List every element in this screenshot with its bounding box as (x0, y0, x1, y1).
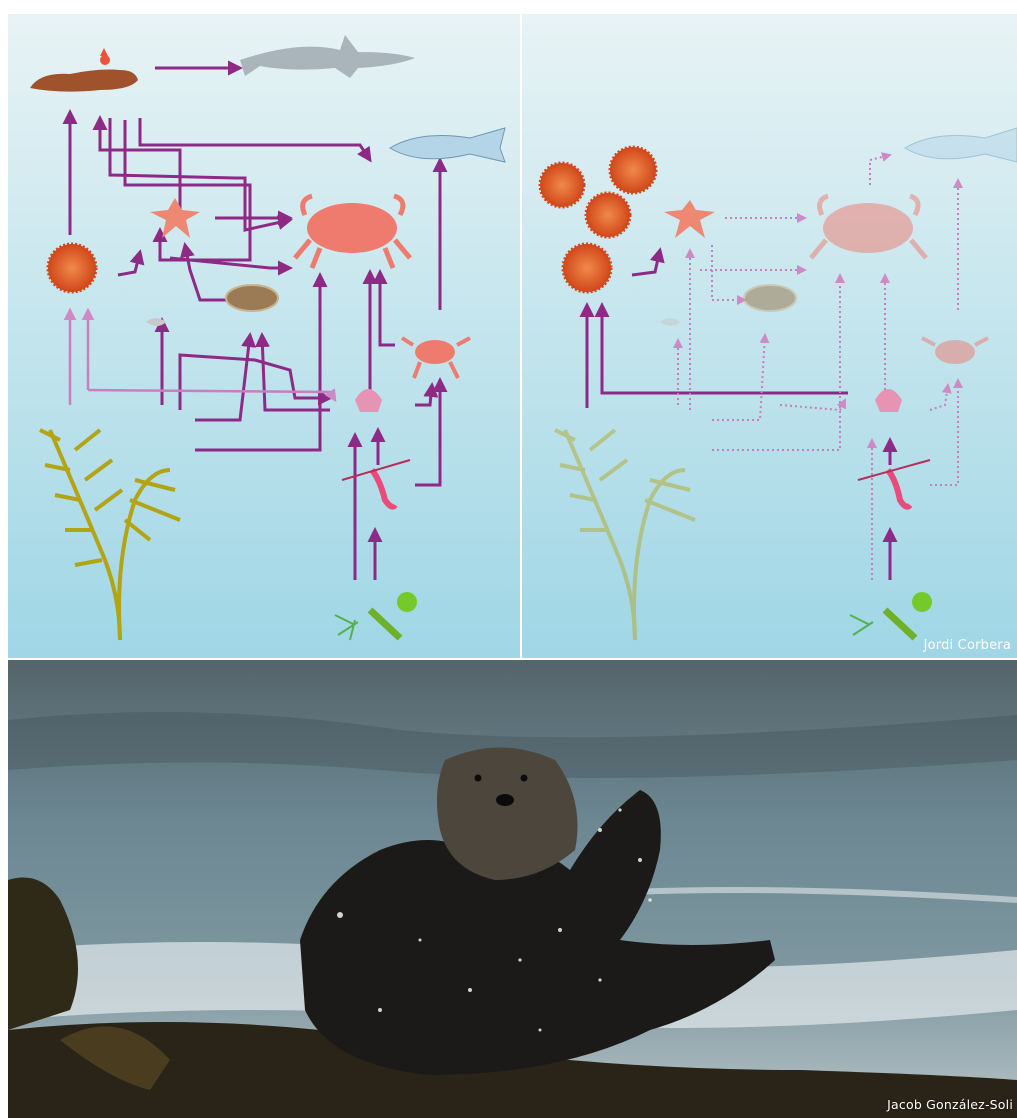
food-web-panel-collapsed (522, 14, 1017, 658)
photo-credit: Jacob González-Soli (887, 1097, 1013, 1112)
food-web-panel-intact (8, 14, 520, 658)
abalone-icon (226, 285, 278, 311)
sea-otter-photo (8, 660, 1017, 1118)
sea-urchin-icon (48, 244, 96, 292)
abalone-icon-faded (744, 285, 796, 311)
diagram-credit: Jordi Corbera (924, 638, 1011, 653)
